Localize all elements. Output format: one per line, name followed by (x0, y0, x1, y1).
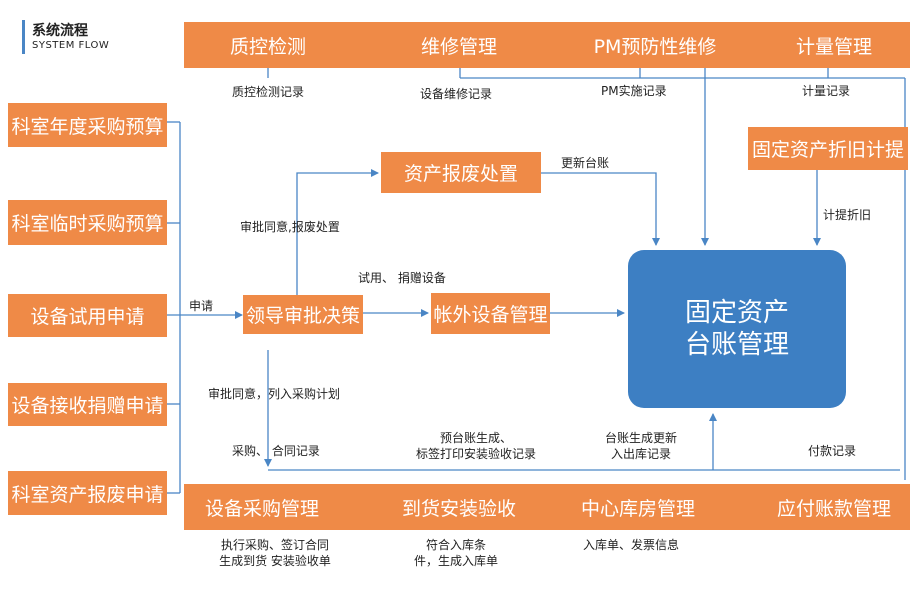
title-accent-bar (22, 20, 25, 54)
label-pre-ledger-line-2: 标签打印安装验收记录 (415, 447, 536, 461)
asset-scrap-box: 资产报废处置 (381, 152, 541, 193)
label-invoice: 入库单、发票信息 (583, 538, 680, 552)
left-box-annual-budget: 科室年度采购预算 (8, 103, 167, 147)
label-update-ledger: 更新台账 (561, 156, 610, 170)
top-item-quality-control: 质控检测 (229, 35, 306, 58)
label-conform-line-2: 件，生成入库单 (413, 554, 498, 568)
label-ledger-update-line-1: 台账生成更新 (604, 431, 677, 445)
bottom-item-acceptance: 到货安装验收 (401, 497, 516, 520)
top-item-pm: PM预防性维修 (593, 35, 717, 58)
label-repair-record: 设备维修记录 (420, 87, 493, 101)
label-trial-donate: 试用、 捐赠设备 (358, 271, 446, 285)
label-conform-line-1: 符合入库条 (425, 538, 486, 552)
bottom-item-warehouse: 中心库房管理 (580, 497, 695, 520)
page-title: 系统流程 (32, 23, 88, 39)
left-box-trial-request: 设备试用申请 (8, 294, 167, 337)
top-process-bar: 质控检测 维修管理 PM预防性维修 计量管理 (184, 22, 910, 68)
offbook-equipment-box: 帐外设备管理 (431, 293, 550, 334)
label-metrology-record: 计量记录 (802, 84, 851, 98)
bottom-process-bar: 设备采购管理 到货安装验收 中心库房管理 应付账款管理 (184, 484, 910, 530)
label-execute-line-2: 生成到货 安装验收单 (219, 554, 331, 568)
page-subtitle: SYSTEM FLOW (32, 40, 110, 51)
label-ledger-update: 台账生成更新 入出库记录 (586, 430, 696, 462)
label-approve-purchase: 审批同意，列入采购计划 (208, 387, 341, 401)
center-line-1: 固定资产 (684, 298, 789, 328)
label-pre-ledger: 预台账生成、 标签打印安装验收记录 (396, 430, 556, 462)
label-pm-record: PM实施记录 (601, 84, 667, 98)
label-payment: 付款记录 (808, 444, 857, 458)
label-pre-ledger-line-1: 预台账生成、 (439, 431, 512, 445)
label-execute: 执行采购、签订合同 生成到货 安装验收单 (196, 537, 354, 569)
bottom-item-procurement: 设备采购管理 (204, 497, 319, 520)
top-item-metrology: 计量管理 (795, 35, 872, 58)
label-execute-line-1: 执行采购、签订合同 (220, 538, 329, 552)
label-depreciation: 计提折旧 (823, 208, 872, 222)
bottom-item-payables: 应付账款管理 (776, 497, 891, 520)
center-line-2: 台账管理 (684, 330, 789, 360)
fixed-asset-ledger-box: 固定资产 台账管理 (628, 250, 846, 408)
label-apply: 申请 (189, 299, 214, 313)
label-purchase-contract: 采购、 合同记录 (232, 444, 320, 458)
leader-approval-box: 领导审批决策 (243, 295, 363, 334)
label-approve-scrap: 审批同意,报废处置 (240, 220, 340, 234)
left-box-scrap-request: 科室资产报废申请 (8, 471, 167, 515)
label-qc-record: 质控检测记录 (232, 85, 305, 99)
label-conform: 符合入库条 件，生成入库单 (396, 537, 516, 569)
label-ledger-update-line-2: 入出库记录 (610, 447, 671, 461)
top-item-repair: 维修管理 (420, 35, 497, 58)
left-box-temp-budget: 科室临时采购预算 (8, 200, 167, 245)
left-box-donation-request: 设备接收捐赠申请 (8, 383, 167, 426)
depreciation-box: 固定资产折旧计提 (748, 127, 908, 170)
